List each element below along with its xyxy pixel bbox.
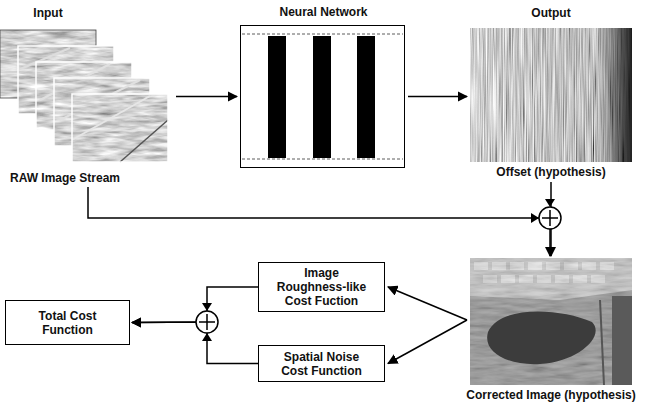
- section-heading: Neural Network: [241, 5, 406, 19]
- total-box: Total Cost Function: [5, 300, 130, 345]
- arrow-head: [202, 303, 212, 311]
- sum-junction: [196, 303, 218, 341]
- offset-texture: [470, 28, 632, 162]
- output-image: OutputOffset (hypothesis): [470, 28, 632, 180]
- box-label: Image Roughness-like Cost Fuction: [275, 266, 368, 308]
- network-box: Neural Network: [240, 25, 405, 168]
- photo-ground: [470, 258, 632, 385]
- photo-grain: [470, 258, 632, 385]
- flow-arrow: [176, 96, 237, 98]
- image-caption: RAW Image Stream: [0, 171, 130, 185]
- image-caption: Offset (hypothesis): [470, 165, 632, 179]
- image-caption: Corrected Image (hypothesis): [460, 388, 642, 402]
- offset-image: [470, 28, 632, 162]
- offset-shading: [470, 28, 632, 162]
- flow-arrow: [388, 287, 467, 320]
- photo-pole: [600, 300, 604, 385]
- dashed-line: [242, 159, 403, 160]
- cost-box: Image Roughness-like Cost Fuction: [258, 262, 385, 312]
- raw-frame-stack: [0, 30, 168, 162]
- network-symbol: [242, 34, 403, 159]
- layer-bar: [357, 36, 375, 158]
- section-heading: Output: [470, 6, 632, 20]
- box-label: Total Cost Function: [26, 309, 109, 337]
- layer-bar: [268, 36, 286, 158]
- arrow-head: [545, 199, 555, 207]
- image-stack: InputRAW Image Stream: [0, 30, 172, 185]
- corrected-image: Corrected Image (hypothesis): [470, 258, 632, 385]
- section-heading: Input: [0, 6, 96, 20]
- cost-box: Spatial Noise Cost Function: [258, 345, 385, 382]
- sum-junction: [531, 199, 561, 229]
- flow-arrow: [388, 320, 467, 364]
- frame-border: [72, 94, 168, 162]
- sum-circle: [539, 207, 561, 229]
- arrow-head: [531, 213, 539, 223]
- corrected-image: [470, 258, 632, 385]
- raw-frame: [72, 94, 168, 162]
- flow-arrow: [88, 187, 550, 256]
- arrow-head: [202, 333, 212, 341]
- layer-bar: [313, 36, 331, 158]
- photo-shadow: [487, 312, 596, 365]
- frame-texture: [72, 94, 168, 162]
- plus-sign: [199, 314, 215, 330]
- box-label: Spatial Noise Cost Function: [275, 350, 368, 378]
- dashed-line: [242, 34, 403, 35]
- frame-detail: [120, 120, 168, 162]
- flow-arrow: [550, 182, 552, 256]
- frame-detail: [72, 96, 150, 140]
- sum-circle: [196, 311, 218, 333]
- photo-wall: [612, 296, 632, 385]
- flow-arrow: [132, 322, 258, 364]
- plus-sign: [542, 210, 558, 226]
- flow-arrow: [408, 96, 467, 98]
- flow-arrow: [132, 287, 258, 323]
